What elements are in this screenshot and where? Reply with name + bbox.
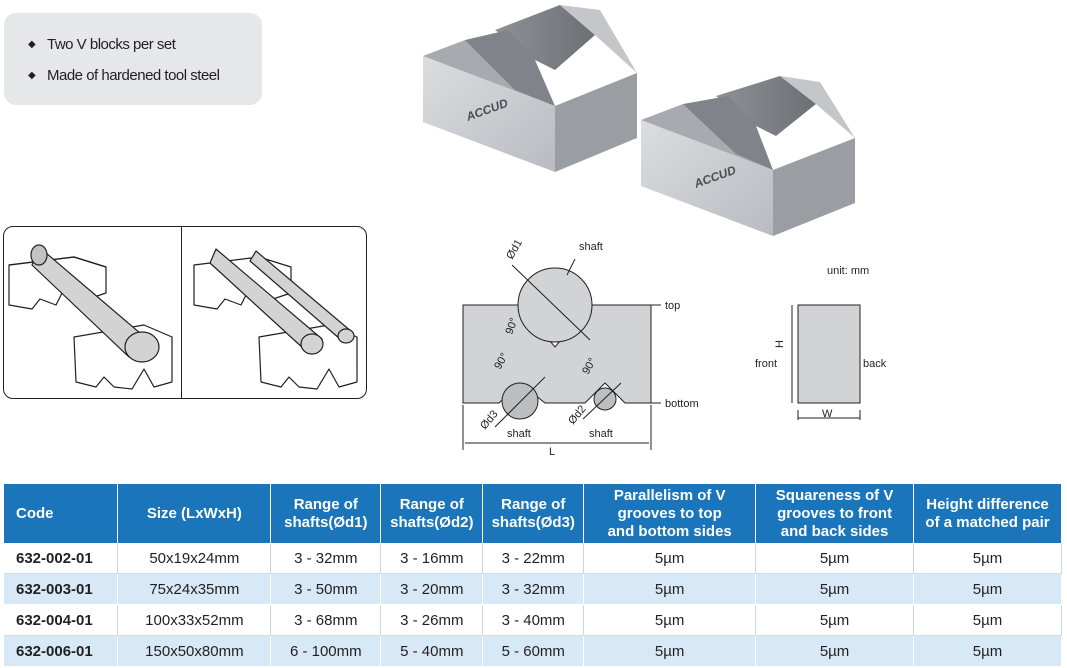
cell-parallelism: 5µm (583, 573, 757, 605)
usage-illustration-panel (3, 226, 367, 399)
cell-code: 632-002-01 (4, 543, 119, 574)
feature-item: ◆ Made of hardened tool steel (28, 66, 220, 97)
diamond-bullet-icon: ◆ (28, 70, 36, 81)
cell-d1: 3 - 32mm (270, 543, 382, 574)
cell-size: 100x33x52mm (117, 604, 272, 636)
panel-divider (181, 227, 182, 398)
diamond-bullet-icon: ◆ (28, 39, 36, 50)
d1-label: Ød1 (504, 237, 525, 261)
cell-size: 75x24x35mm (117, 573, 272, 605)
cell-squareness: 5µm (755, 543, 915, 574)
top-label: top (665, 300, 680, 312)
cell-parallelism: 5µm (583, 635, 757, 667)
cell-d1: 6 - 100mm (270, 635, 382, 667)
cell-d2: 5 - 40mm (380, 635, 484, 667)
table-row: 632-004-01 100x33x52mm 3 - 68mm 3 - 26mm… (4, 604, 1062, 636)
side-view-diagram: unit: mm H front back W (755, 265, 887, 420)
cell-squareness: 5µm (755, 573, 915, 605)
angle-label: 90° (504, 316, 521, 336)
table-row: 632-003-01 75x24x35mm 3 - 50mm 3 - 20mm … (4, 573, 1062, 605)
cell-height-difference: 5µm (913, 635, 1062, 667)
cell-d3: 5 - 60mm (482, 635, 585, 667)
cell-code: 632-004-01 (4, 604, 119, 636)
cell-code: 632-003-01 (4, 573, 119, 605)
cell-height-difference: 5µm (913, 543, 1062, 574)
d2-label: Ød2 (566, 403, 589, 427)
cell-parallelism: 5µm (583, 604, 757, 636)
front-label: front (755, 358, 777, 370)
feature-text: Made of hardened tool steel (47, 67, 220, 84)
cell-squareness: 5µm (755, 635, 915, 667)
front-view-diagram: shaft Ød1 top 90° 90° 90° bottom Ød3 Ød2… (462, 237, 699, 458)
height-label: H (774, 340, 786, 348)
cell-d3: 3 - 22mm (482, 543, 585, 574)
cell-d1: 3 - 50mm (270, 573, 382, 605)
shaft-label: shaft (589, 428, 613, 440)
cell-size: 50x19x24mm (117, 543, 272, 574)
header-size: Size (LxWxH) (117, 484, 272, 543)
unit-label: unit: mm (827, 265, 869, 277)
table-row: 632-006-01 150x50x80mm 6 - 100mm 5 - 40m… (4, 635, 1062, 667)
cell-d1: 3 - 68mm (270, 604, 382, 636)
back-label: back (863, 358, 887, 370)
shaft-label: shaft (579, 241, 603, 253)
header-code: Code (4, 484, 119, 543)
features-panel: ◆ Two V blocks per set ◆ Made of hardened … (4, 13, 262, 105)
cell-parallelism: 5µm (583, 543, 757, 574)
cell-d2: 3 - 20mm (380, 573, 484, 605)
v-block-left: ACCUD (423, 5, 637, 172)
shaft-label: shaft (507, 428, 531, 440)
usage-illustration (8, 244, 358, 390)
cell-d3: 3 - 32mm (482, 573, 585, 605)
cell-d2: 3 - 26mm (380, 604, 484, 636)
cell-d2: 3 - 16mm (380, 543, 484, 574)
feature-item: ◆ Two V blocks per set (28, 35, 219, 66)
block-side (797, 304, 861, 404)
cell-height-difference: 5µm (913, 573, 1062, 605)
cell-height-difference: 5µm (913, 604, 1062, 636)
features-list: ◆ Two V blocks per set ◆ Made of hardened … (28, 35, 220, 97)
width-label: W (822, 408, 833, 420)
bottom-label: bottom (665, 398, 699, 410)
cell-d3: 3 - 40mm (482, 604, 585, 636)
cell-size: 150x50x80mm (117, 635, 272, 667)
feature-text: Two V blocks per set (47, 36, 176, 53)
length-label: L (549, 446, 555, 458)
v-block-right: ACCUD (641, 76, 855, 236)
cell-squareness: 5µm (755, 604, 915, 636)
cell-code: 632-006-01 (4, 635, 119, 667)
table-row: 632-002-01 50x19x24mm 3 - 32mm 3 - 16mm … (4, 543, 1062, 574)
v-block-product-image: ACCUD ACCUD (423, 5, 855, 236)
d3-label: Ød3 (478, 408, 501, 432)
